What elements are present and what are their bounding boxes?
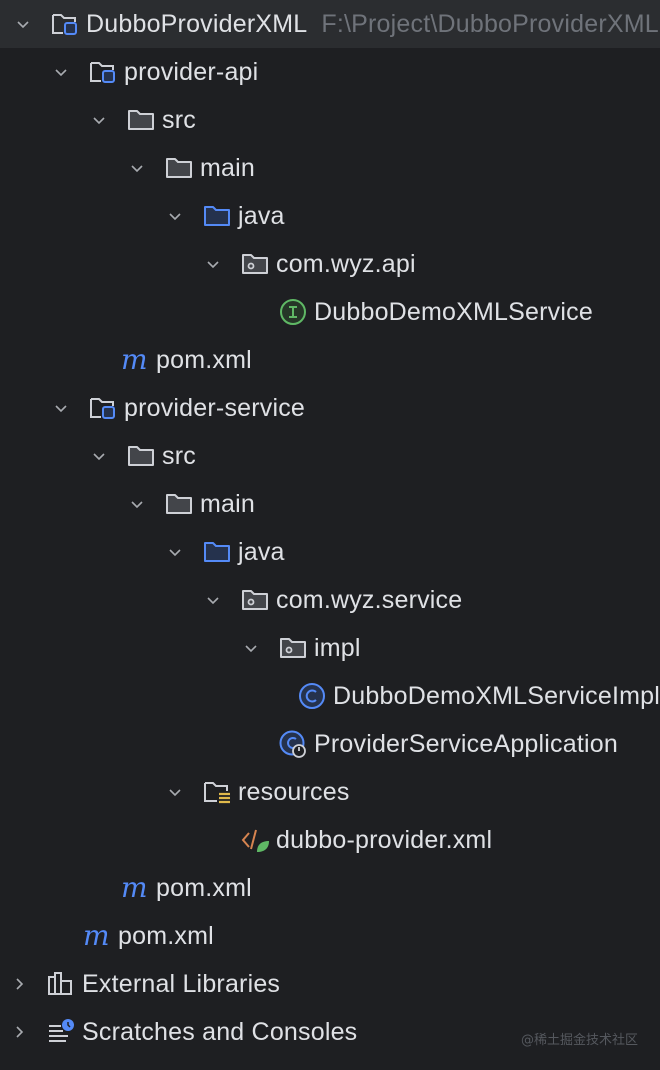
tree-label: DubboDemoXMLServiceImpl (333, 681, 660, 710)
folder-icon (164, 154, 194, 182)
chevron-down-icon[interactable] (88, 109, 110, 131)
tree-label: pom.xml (156, 345, 252, 374)
tree-row-src[interactable]: src (0, 96, 660, 144)
project-path: F:\Project\DubboProviderXML (321, 9, 659, 38)
package-icon (240, 586, 270, 614)
tree-label: provider-service (124, 393, 306, 422)
tree-label: DubboDemoXMLService (314, 297, 593, 326)
watermark: @稀土掘金技术社区 (520, 1033, 638, 1048)
tree-row-package[interactable]: com.wyz.service (0, 576, 660, 624)
tree-row-package[interactable]: com.wyz.api (0, 240, 660, 288)
chevron-right-icon[interactable] (8, 973, 30, 995)
tree-row-interface[interactable]: DubboDemoXMLService (0, 288, 660, 336)
tree-row-class[interactable]: DubboDemoXMLServiceImpl (0, 672, 660, 720)
tree-label: resources (238, 777, 350, 806)
tree-label: impl (314, 633, 361, 662)
tree-label: dubbo-provider.xml (276, 825, 493, 854)
resources-folder-icon (202, 778, 232, 806)
tree-row-provider-service[interactable]: provider-service (0, 384, 660, 432)
chevron-down-icon[interactable] (50, 397, 72, 419)
interface-icon (278, 298, 308, 326)
libraries-icon (46, 970, 76, 998)
package-icon (278, 634, 308, 662)
spring-xml-icon (240, 826, 270, 854)
svg-text:m: m (121, 343, 148, 376)
tree-row-pom[interactable]: m pom.xml (0, 912, 660, 960)
module-folder-icon (88, 394, 118, 422)
svg-text:m: m (83, 919, 110, 952)
chevron-down-icon[interactable] (126, 493, 148, 515)
chevron-down-icon[interactable] (164, 541, 186, 563)
chevron-down-icon[interactable] (126, 157, 148, 179)
chevron-down-icon[interactable] (240, 637, 262, 659)
tree-label: pom.xml (118, 921, 214, 950)
chevron-down-icon[interactable] (12, 13, 34, 35)
tree-label: pom.xml (156, 873, 252, 902)
tree-row-xml[interactable]: dubbo-provider.xml (0, 816, 660, 864)
tree-label: java (238, 537, 285, 566)
tree-row-pom[interactable]: m pom.xml (0, 336, 660, 384)
tree-row-java[interactable]: java (0, 528, 660, 576)
chevron-down-icon[interactable] (164, 781, 186, 803)
tree-row-main[interactable]: main (0, 144, 660, 192)
folder-icon (126, 442, 156, 470)
chevron-down-icon[interactable] (88, 445, 110, 467)
tree-label: java (238, 201, 285, 230)
chevron-down-icon[interactable] (50, 61, 72, 83)
folder-icon (126, 106, 156, 134)
tree-row-application[interactable]: ProviderServiceApplication (0, 720, 660, 768)
source-folder-icon (202, 538, 232, 566)
tree-label: ProviderServiceApplication (314, 729, 618, 758)
scratches-icon (46, 1018, 76, 1046)
tree-row-scratches[interactable]: Scratches and Consoles (0, 1008, 660, 1056)
svg-text:m: m (121, 871, 148, 904)
tree-row-external-libraries[interactable]: External Libraries (0, 960, 660, 1008)
tree-row-root[interactable]: DubboProviderXML F:\Project\DubboProvide… (0, 0, 660, 48)
tree-label: src (162, 441, 196, 470)
tree-label: Scratches and Consoles (82, 1017, 358, 1046)
tree-label: com.wyz.api (276, 249, 416, 278)
module-folder-icon (88, 58, 118, 86)
source-folder-icon (202, 202, 232, 230)
maven-icon: m (120, 871, 150, 904)
class-icon (297, 682, 327, 710)
module-folder-icon (50, 10, 80, 38)
package-icon (240, 250, 270, 278)
folder-icon (164, 490, 194, 518)
tree-row-provider-api[interactable]: provider-api (0, 48, 660, 96)
chevron-down-icon[interactable] (202, 589, 224, 611)
tree-row-impl[interactable]: impl (0, 624, 660, 672)
spring-boot-class-icon (278, 730, 308, 758)
tree-label: provider-api (124, 57, 259, 86)
tree-row-src[interactable]: src (0, 432, 660, 480)
tree-label: External Libraries (82, 969, 281, 998)
tree-row-main[interactable]: main (0, 480, 660, 528)
tree-label: src (162, 105, 196, 134)
tree-row-resources[interactable]: resources (0, 768, 660, 816)
maven-icon: m (82, 919, 112, 952)
chevron-down-icon[interactable] (164, 205, 186, 227)
tree-label: main (200, 153, 255, 182)
tree-row-pom[interactable]: m pom.xml (0, 864, 660, 912)
chevron-down-icon[interactable] (202, 253, 224, 275)
chevron-right-icon[interactable] (8, 1021, 30, 1043)
tree-row-java[interactable]: java (0, 192, 660, 240)
tree-label: com.wyz.service (276, 585, 463, 614)
project-name: DubboProviderXML (86, 9, 308, 38)
maven-icon: m (120, 343, 150, 376)
tree-label: main (200, 489, 255, 518)
